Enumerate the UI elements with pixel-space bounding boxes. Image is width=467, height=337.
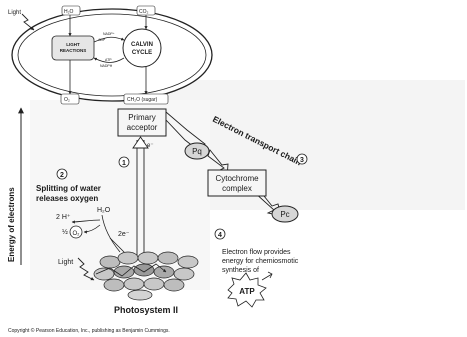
inset-adp-label: ADP (98, 38, 106, 42)
oxygen-arrow (83, 224, 101, 234)
inset-nadph-label: NADPH (100, 64, 113, 68)
cytochrome-complex-box (207, 169, 267, 197)
two-electrons-label: 2e⁻ (118, 231, 130, 238)
light-reactions-label-2: REACTIONS (60, 48, 87, 53)
electron-flow-label-3: synthesis of (222, 267, 259, 274)
water-label: H₂O (97, 207, 111, 214)
light-reactions-label-1: LIGHT (66, 42, 80, 47)
photosystem-ii-cluster (93, 251, 199, 301)
light-wave-icon-main (77, 257, 95, 281)
chloroplast-inner (17, 13, 207, 97)
inset-o2-label: O₂ (64, 97, 70, 103)
atp-burst-icon (227, 272, 267, 308)
inset-h2o-label: H₂O (64, 9, 74, 15)
photosystem-ii-label: Photosystem II (114, 305, 178, 315)
pc-ellipse (271, 205, 299, 223)
hydrogen-arrow (71, 219, 101, 224)
calvin-cycle-label-1: CALVIN (131, 42, 153, 48)
inset-nadp-label: NADP⁺ (103, 32, 115, 36)
inset-atp-label: ATP (105, 58, 112, 62)
inset-co2-label: CO₂ (139, 9, 149, 15)
atp-spark-icon (261, 271, 273, 281)
splitting-label-1: Splitting of water (36, 184, 101, 193)
cytochrome-label-2: complex (222, 184, 252, 193)
electron-top-label: e⁻ (147, 143, 154, 149)
inset-sugar-label: CH₂O (sugar) (127, 97, 158, 103)
electron-excitation-arrowhead (132, 136, 149, 149)
two-h-label: 2 H⁺ (56, 214, 71, 221)
pq-ellipse (184, 142, 210, 160)
light-label: Light (58, 259, 73, 266)
step-1-label: 1 (122, 160, 126, 167)
primary-acceptor-label-2: acceptor (127, 123, 158, 132)
electron-flow-label-1: Electron flow provides (222, 249, 291, 256)
step-3-label: 3 (300, 157, 304, 164)
cytochrome-label-1: Cytochrome (215, 174, 259, 183)
pq-label: Pq (192, 147, 202, 156)
step-2-label: 2 (60, 172, 64, 179)
step-1-badge (118, 156, 130, 168)
step-4-label: 4 (218, 232, 222, 239)
oxygen-circle (69, 225, 83, 239)
water-to-ps-line (101, 214, 121, 253)
step-2-badge (56, 168, 68, 180)
pc-label: Pc (280, 210, 289, 219)
calvin-cycle-label-2: CYCLE (132, 50, 152, 56)
atp-label: ATP (239, 287, 255, 296)
half-label: ½ (62, 228, 68, 236)
primary-acceptor-label-1: Primary (128, 113, 156, 122)
light-reactions-box (51, 35, 95, 61)
inset-light-label: Light (8, 10, 21, 16)
electron-flow-label-2: energy for chemiosmotic (222, 258, 299, 265)
chloroplast-outer (11, 8, 213, 102)
step-3-badge (296, 153, 308, 165)
calvin-cycle-circle (122, 28, 162, 68)
step-4-badge (214, 228, 226, 240)
chloroplast-inset: Light H₂O CO₂ LIGHT REACTIONS CALVIN CYC… (8, 5, 213, 105)
etc-arrow-1 (165, 111, 206, 151)
primary-acceptor-box (117, 108, 167, 137)
y-axis-label: Energy of electrons (7, 187, 16, 262)
splitting-label-2: releases oxygen (36, 194, 98, 203)
copyright-text: Copyright © Pearson Education, Inc., pub… (8, 327, 170, 334)
light-wave-icon (21, 13, 35, 31)
oxygen-label: O₂ (73, 231, 81, 237)
